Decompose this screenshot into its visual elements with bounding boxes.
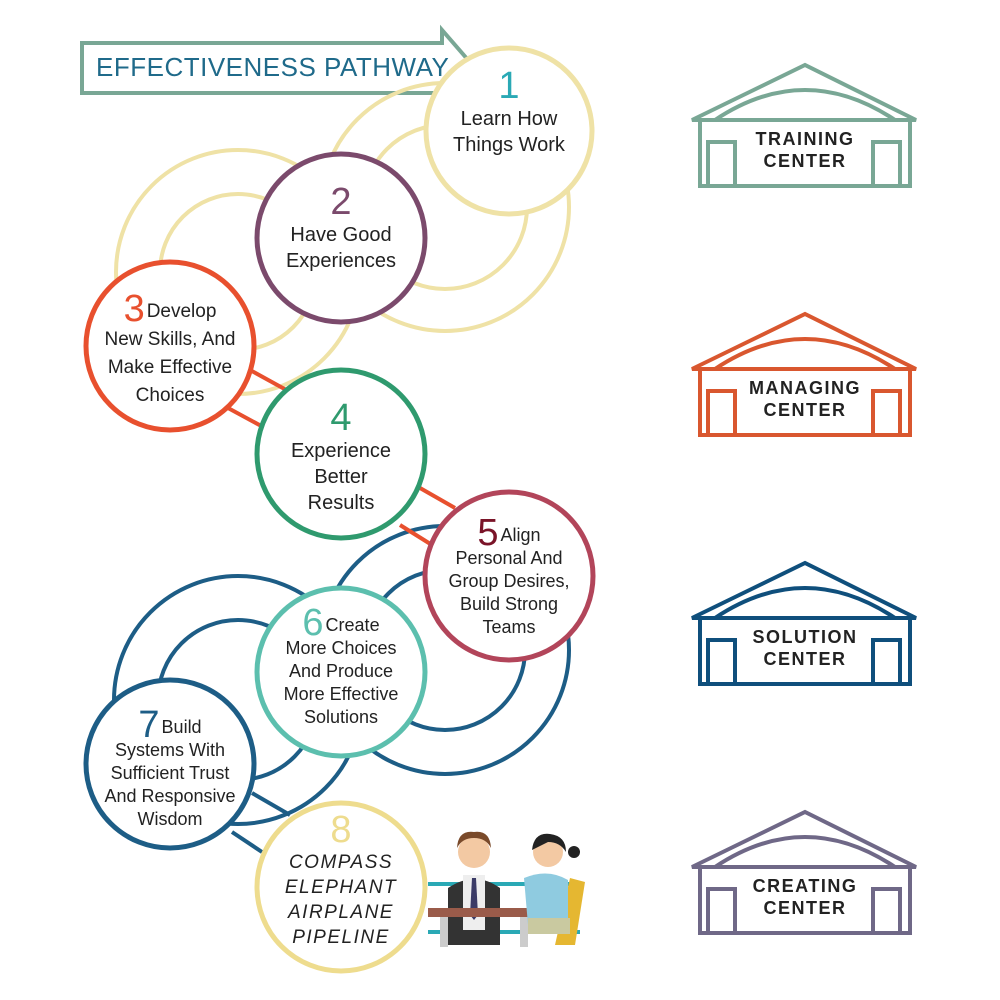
- center-label-line: SOLUTION: [752, 627, 858, 647]
- step-text: Learn How: [460, 108, 558, 130]
- step-number: 8: [330, 809, 352, 851]
- step-text: And Produce: [288, 661, 394, 681]
- center-label-line: TRAINING: [755, 129, 855, 149]
- building-solution-center: [691, 560, 917, 686]
- connectors-blue: [230, 791, 292, 854]
- step-text: Better: [314, 466, 368, 488]
- training-center-label: TRAINING CENTER: [725, 128, 885, 172]
- step-text: COMPASS: [288, 852, 394, 873]
- step-text: Personal And: [455, 548, 563, 568]
- step-number: 3: [123, 288, 145, 330]
- step-text: And Responsive: [104, 786, 236, 806]
- step-text: Things Work: [453, 134, 565, 156]
- page-title: EFFECTIVENESS PATHWAY: [96, 52, 450, 82]
- step-text: Wisdom: [137, 809, 203, 829]
- step-text: Choices: [135, 385, 205, 406]
- step-text: Make Effective: [107, 357, 233, 378]
- managing-center-label: MANAGING CENTER: [725, 377, 885, 421]
- meeting-illustration: [428, 831, 585, 947]
- step-8: 8 COMPASS ELEPHANT AIRPLANE PIPELINE: [261, 810, 421, 950]
- step-text: Build: [161, 717, 202, 737]
- step-text: Group Desires,: [448, 571, 570, 591]
- center-label-line: CENTER: [763, 400, 847, 420]
- step-text: Experiences: [285, 250, 397, 272]
- step-text: Experience: [290, 440, 392, 462]
- step-number: 1: [498, 65, 520, 107]
- center-label-line: MANAGING: [749, 378, 861, 398]
- creating-center-label: CREATING CENTER: [725, 875, 885, 919]
- step-1: 1 Learn How Things Work: [429, 66, 589, 158]
- step-4: 4 Experience Better Results: [261, 398, 421, 516]
- step-number: 6: [302, 602, 324, 644]
- step-circles: [83, 45, 596, 974]
- step-text: Sufficient Trust: [110, 763, 230, 783]
- step-text: Systems With: [114, 740, 225, 760]
- step-number: 7: [138, 704, 160, 746]
- step-text: More Choices: [285, 638, 397, 658]
- step-text: Create: [325, 615, 380, 635]
- solution-center-label: SOLUTION CENTER: [725, 626, 885, 670]
- step-text: ELEPHANT: [284, 877, 398, 898]
- step-text: PIPELINE: [292, 927, 390, 948]
- step-number: 2: [330, 181, 352, 223]
- step-text: Have Good: [290, 224, 392, 246]
- step-number: 5: [477, 512, 499, 554]
- center-label-line: CREATING: [752, 876, 858, 896]
- step-text: Teams: [482, 617, 536, 637]
- step-text: AIRPLANE: [288, 902, 394, 923]
- building-training-center: [691, 62, 917, 188]
- step-text: Results: [307, 492, 375, 514]
- step-number: 4: [330, 397, 352, 439]
- building-creating-center: [691, 809, 917, 935]
- center-label-line: CENTER: [763, 649, 847, 669]
- step-text: Build Strong: [459, 594, 559, 614]
- step-2: 2 Have Good Experiences: [261, 182, 421, 274]
- step-text: Align: [500, 525, 541, 545]
- step-text: New Skills, And: [104, 329, 236, 350]
- center-label-line: CENTER: [763, 151, 847, 171]
- step-text: Solutions: [303, 707, 379, 727]
- step-text: More Effective: [283, 684, 399, 704]
- connectors-orange: [227, 368, 456, 547]
- step-text: Develop: [146, 301, 217, 322]
- building-managing-center: [691, 311, 917, 437]
- center-label-line: CENTER: [763, 898, 847, 918]
